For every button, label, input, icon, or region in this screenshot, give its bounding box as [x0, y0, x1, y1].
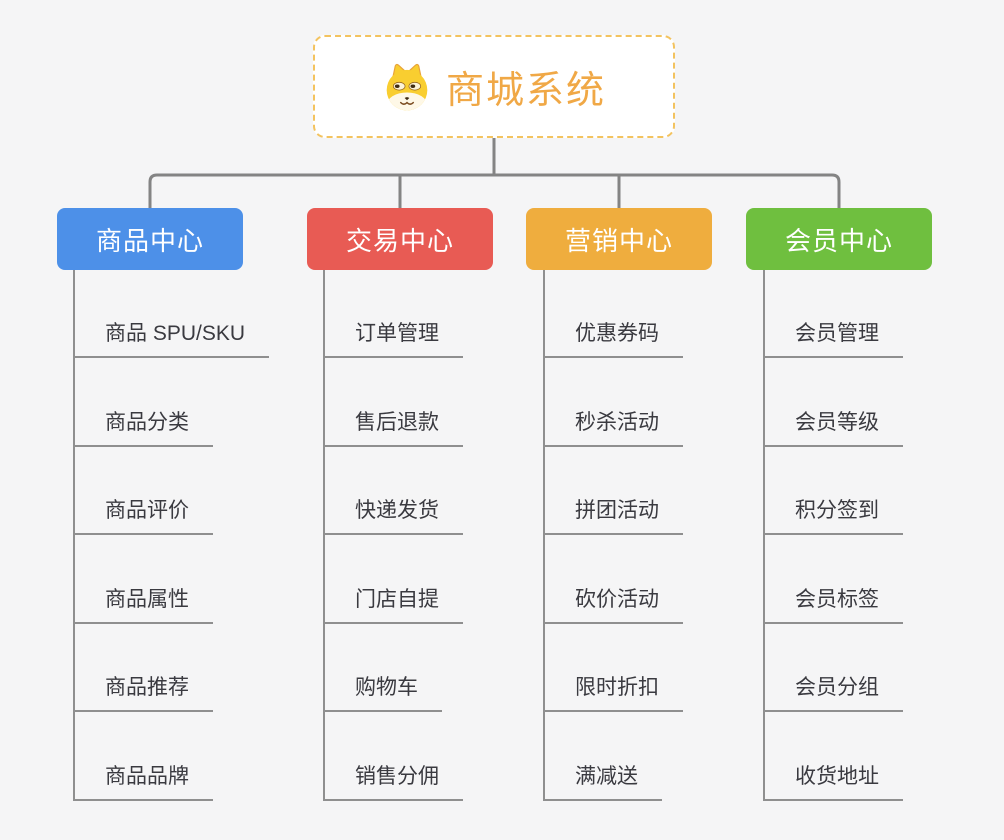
dog-face-icon — [386, 63, 428, 110]
leaf-topic[interactable]: 会员标签 — [763, 580, 903, 624]
leaf-topic[interactable]: 销售分佣 — [323, 757, 463, 801]
leaf-topic[interactable]: 订单管理 — [323, 314, 463, 358]
leaf-topic[interactable]: 积分签到 — [763, 491, 903, 535]
leaf-topic[interactable]: 优惠券码 — [543, 314, 683, 358]
branch-trunk-line — [323, 270, 325, 801]
branch-trade-center[interactable]: 交易中心 — [307, 208, 493, 270]
leaf-topic[interactable]: 售后退款 — [323, 403, 463, 447]
leaf-topic[interactable]: 限时折扣 — [543, 668, 683, 712]
leaf-topic[interactable]: 满减送 — [543, 757, 662, 801]
leaf-topic[interactable]: 砍价活动 — [543, 580, 683, 624]
leaf-topic[interactable]: 会员管理 — [763, 314, 903, 358]
leaf-topic[interactable]: 会员分组 — [763, 668, 903, 712]
root-topic-label: 商城系统 — [445, 70, 606, 112]
leaf-topic[interactable]: 拼团活动 — [543, 491, 683, 535]
leaf-topic[interactable]: 商品 SPU/SKU — [73, 314, 270, 358]
leaf-topic[interactable]: 门店自提 — [323, 580, 463, 624]
leaf-topic[interactable]: 商品评价 — [73, 491, 213, 535]
branch-product-center[interactable]: 商品中心 — [57, 208, 243, 270]
root-topic[interactable]: 商城系统 — [313, 35, 675, 138]
leaf-topic[interactable]: 会员等级 — [763, 403, 903, 447]
leaf-topic[interactable]: 商品分类 — [73, 403, 213, 447]
branch-trunk-line — [763, 270, 765, 801]
branch-marketing-center[interactable]: 营销中心 — [526, 208, 712, 270]
leaf-topic[interactable]: 购物车 — [323, 668, 442, 712]
leaf-topic[interactable]: 秒杀活动 — [543, 403, 683, 447]
branch-member-center[interactable]: 会员中心 — [746, 208, 932, 270]
branch-trunk-line — [543, 270, 545, 801]
leaf-topic[interactable]: 商品品牌 — [73, 757, 213, 801]
leaf-topic[interactable]: 快递发货 — [323, 491, 463, 535]
leaf-topic[interactable]: 商品属性 — [73, 580, 213, 624]
leaf-topic[interactable]: 商品推荐 — [73, 668, 213, 712]
leaf-topic[interactable]: 收货地址 — [763, 757, 903, 801]
branch-trunk-line — [73, 270, 75, 801]
